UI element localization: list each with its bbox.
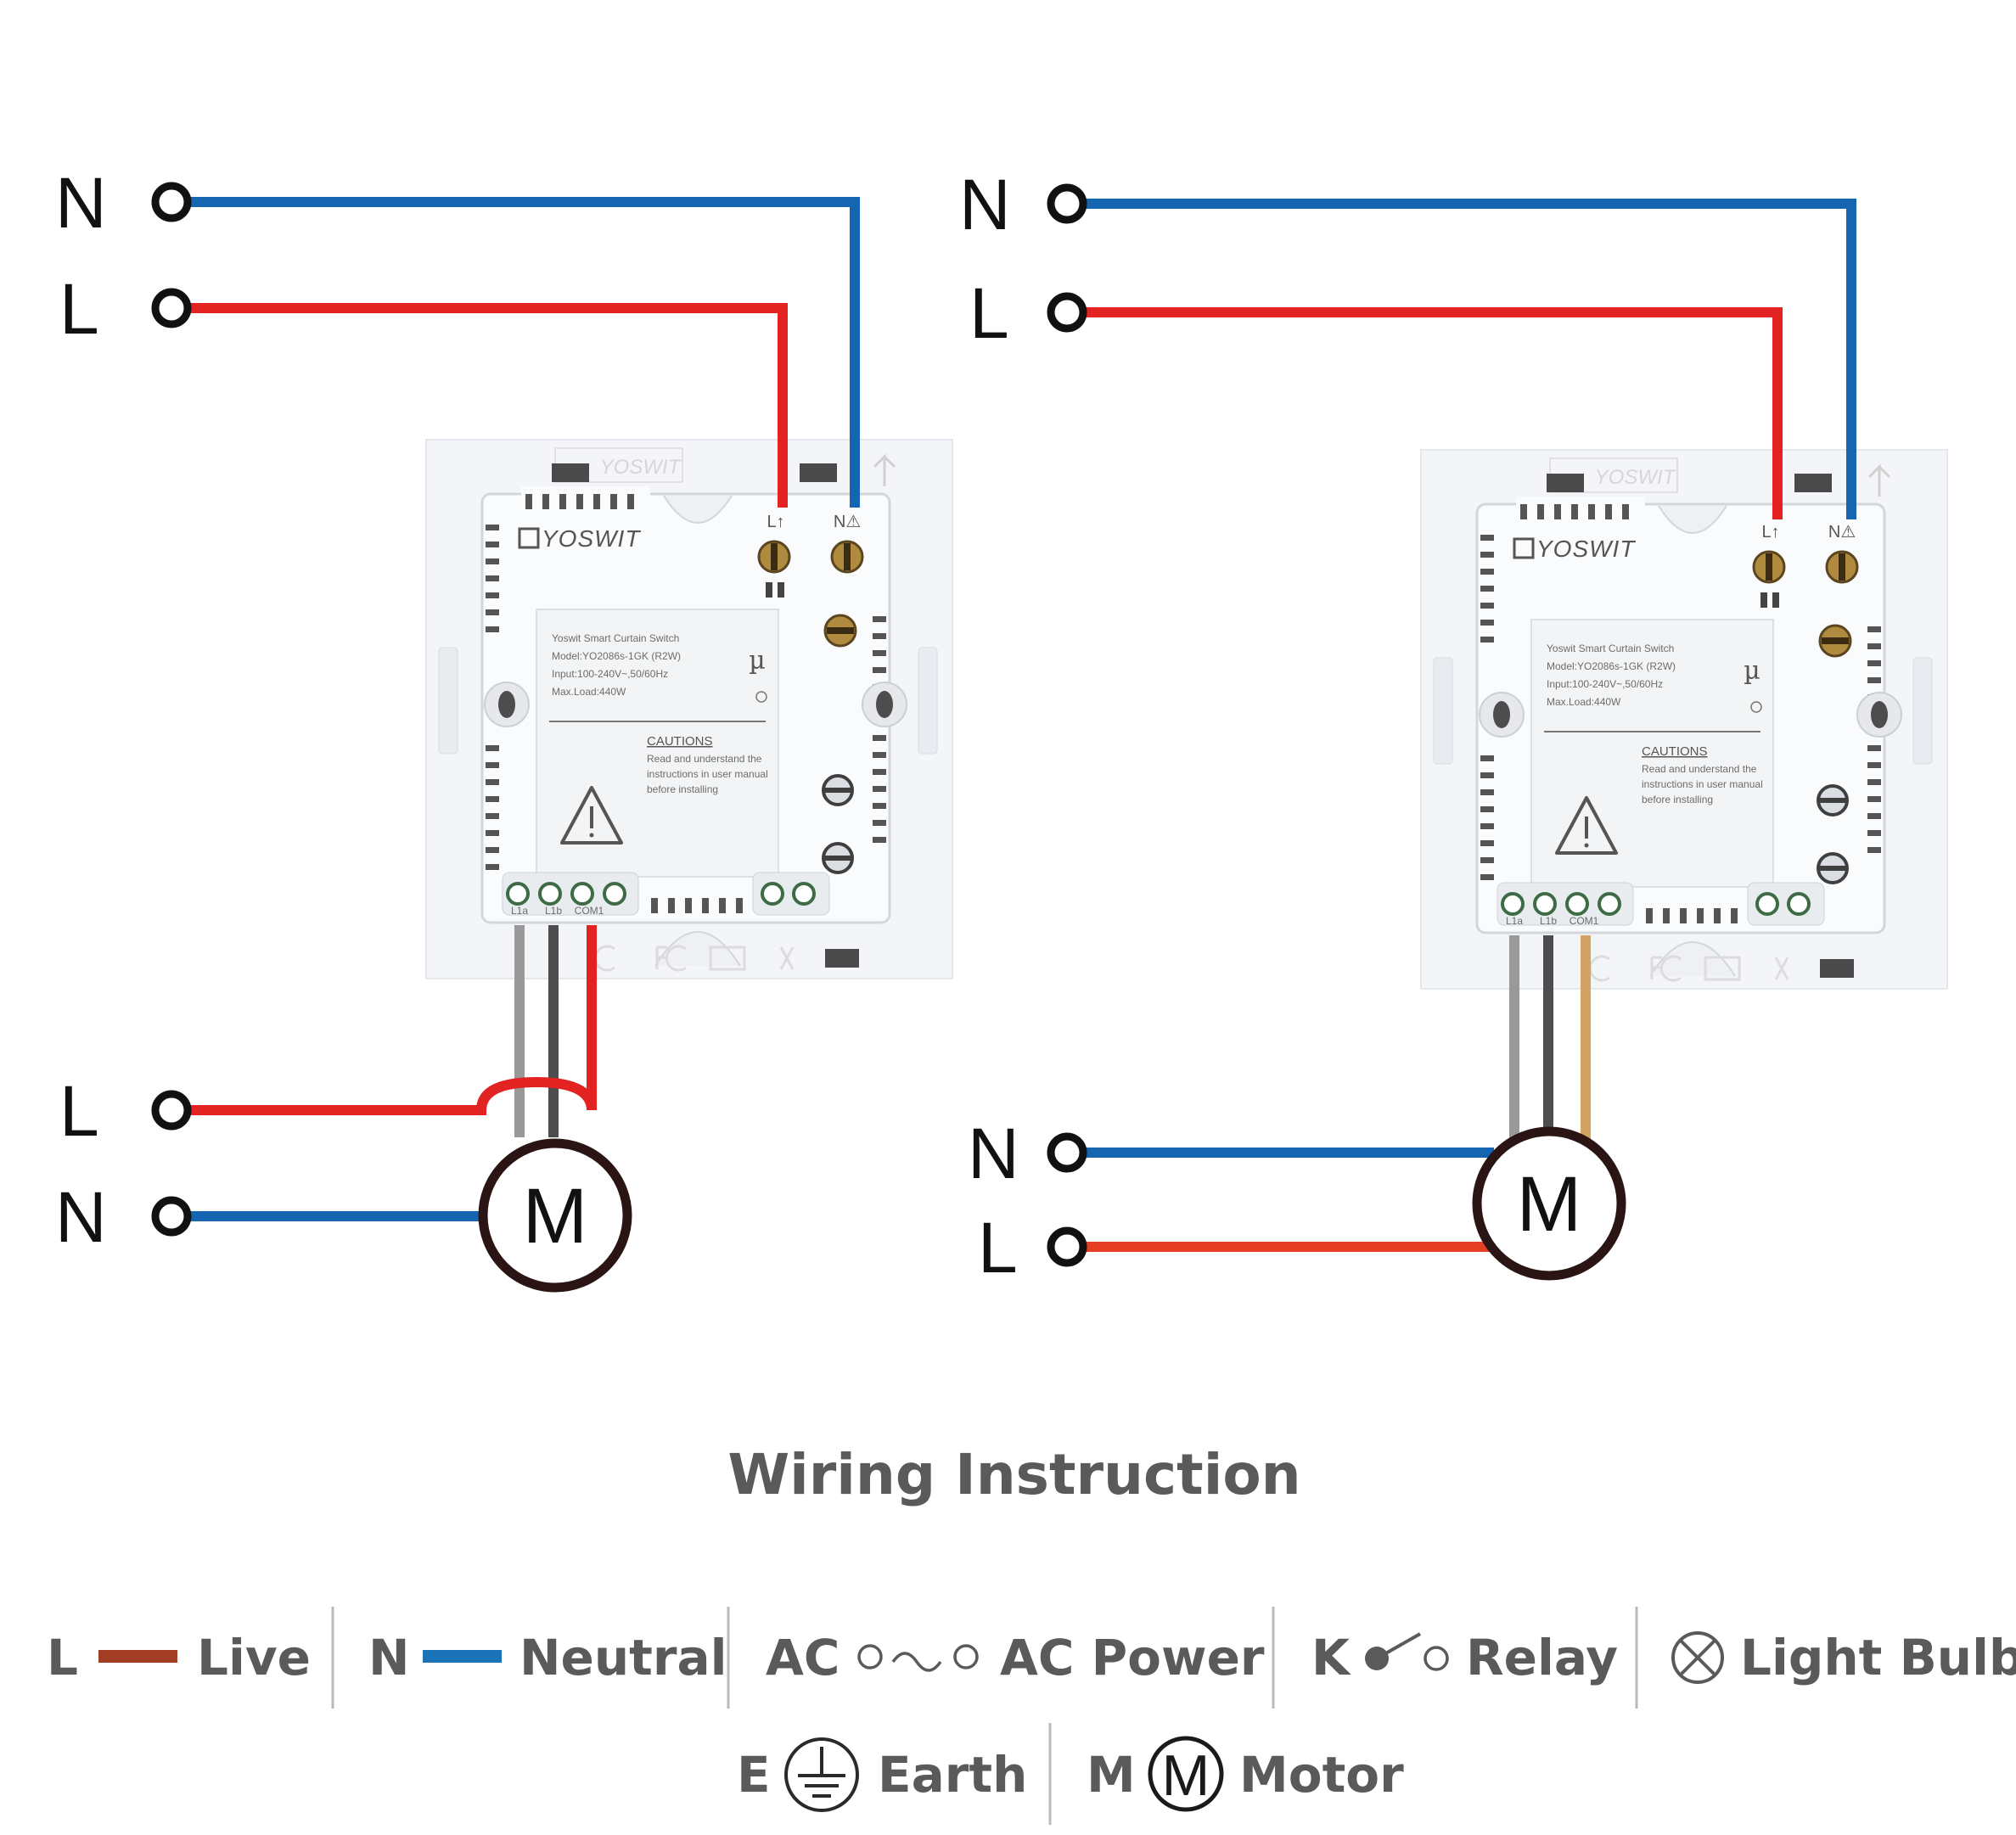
supply-l-label: L <box>59 269 99 349</box>
terminal-neutral-label: N⚠ <box>1828 523 1856 542</box>
legend-ac-text: AC Power <box>1000 1629 1265 1686</box>
legend-relay-text: Relay <box>1466 1629 1618 1686</box>
right-switch-device: YOSWIT YOSWIT L↑ N⚠ Yoswit Smart Curtain… <box>1419 448 1949 990</box>
left-motor: M <box>478 1138 632 1293</box>
caution-line: Read and understand the <box>1642 763 1757 775</box>
caution-title: CAUTIONS <box>647 734 713 749</box>
spec-line: Yoswit Smart Curtain Switch <box>552 632 679 644</box>
spec-line: Input:100-240V~,50/60Hz <box>552 668 668 680</box>
device-ghost-brand: YOSWIT <box>600 456 682 479</box>
legend-relay: K Relay <box>1311 1629 1618 1686</box>
relay-icon <box>1365 1632 1449 1671</box>
terminal-com1: COM1 <box>575 905 604 917</box>
terminal-circle <box>1047 292 1087 333</box>
motor-icon-glyph: M <box>1162 1743 1210 1808</box>
caution-line: instructions in user manual <box>647 768 768 780</box>
spec-line: Max.Load:440W <box>1547 696 1621 708</box>
load-l-label: L <box>59 1071 99 1151</box>
terminal-circle <box>151 1090 192 1131</box>
terminal-live-label: L↑ <box>1761 523 1779 542</box>
device-brand: YOSWIT <box>542 525 641 552</box>
terminal-neutral-label: N⚠ <box>834 513 861 531</box>
legend-live-text: Live <box>197 1629 311 1686</box>
legend-motor-text: Motor <box>1239 1746 1404 1804</box>
left-switch-device: YOSWIT YOSWIT L↑ N⚠ Yoswit Smart Curtain… <box>424 438 954 980</box>
left-diagram: YOSWIT YOSWIT L↑ N⚠ Yoswit Smart Curtain… <box>55 163 954 1293</box>
neutral-swatch-icon <box>423 1650 502 1663</box>
legend-live-symbol: L <box>47 1629 78 1686</box>
terminal-l1a: L1a <box>1506 915 1523 927</box>
live-wire-top-left <box>171 303 788 508</box>
legend-bulb-text: Light Bulb <box>1740 1629 2016 1686</box>
svg-text:µ: µ <box>749 646 766 676</box>
supply-l-label: L <box>969 273 1009 353</box>
legend-ac: AC AC Power <box>766 1629 1265 1686</box>
light-bulb-icon <box>1671 1631 1724 1684</box>
terminal-com1: COM1 <box>1570 915 1599 927</box>
legend-neutral: N Neutral <box>368 1629 727 1686</box>
terminal-circle <box>151 288 192 328</box>
right-diagram: YOSWIT YOSWIT L↑ N⚠ Yoswit Smart Curtain… <box>959 165 1949 1288</box>
spec-line: Input:100-240V~,50/60Hz <box>1547 678 1663 690</box>
legend-motor: M M Motor <box>1087 1736 1404 1812</box>
earth-icon <box>784 1737 859 1812</box>
spec-line: Yoswit Smart Curtain Switch <box>1547 643 1674 654</box>
load-n-label: N <box>55 1177 107 1257</box>
live-wire-top-right <box>1067 307 1783 519</box>
motor-icon: M <box>1148 1736 1224 1812</box>
caution-line: before installing <box>1642 794 1713 805</box>
legend-relay-symbol: K <box>1311 1629 1351 1686</box>
terminal-circle <box>151 1196 192 1237</box>
svg-text:µ: µ <box>1744 656 1760 686</box>
terminal-circle <box>1047 1226 1087 1267</box>
live-swatch-icon <box>98 1650 177 1663</box>
terminal-l1a: L1a <box>511 905 528 917</box>
legend-neutral-text: Neutral <box>519 1629 727 1686</box>
legend-bulb: Light Bulb <box>1671 1629 2016 1686</box>
spec-line: Model:YO2086s-1GK (R2W) <box>1547 660 1676 672</box>
motor-label: M <box>523 1173 588 1260</box>
neutral-wire-top-right <box>1067 199 1856 519</box>
device-brand: YOSWIT <box>1536 536 1636 562</box>
spec-line: Max.Load:440W <box>552 686 626 698</box>
supply-n-label: N <box>959 165 1011 244</box>
caution-line: before installing <box>647 783 718 795</box>
terminal-l1b: L1b <box>1540 915 1557 927</box>
right-motor: M <box>1472 1126 1626 1281</box>
legend-earth: E Earth <box>737 1737 1027 1812</box>
terminal-circle <box>1047 183 1087 224</box>
motor-label: M <box>1517 1161 1582 1248</box>
page-title: Wiring Instruction <box>727 1442 1300 1507</box>
legend-motor-symbol: M <box>1087 1746 1136 1804</box>
terminal-circle <box>151 182 192 222</box>
load-n-label: N <box>968 1114 1019 1193</box>
caution-title: CAUTIONS <box>1642 744 1708 759</box>
legend: L Live N Neutral AC AC Power K <box>47 1607 2016 1825</box>
legend-neutral-symbol: N <box>368 1629 410 1686</box>
legend-earth-symbol: E <box>737 1746 771 1804</box>
live-wire-bottom-left <box>171 1076 597 1115</box>
legend-live: L Live <box>47 1629 311 1686</box>
caution-line: Read and understand the <box>647 753 762 765</box>
terminal-live-label: L↑ <box>767 513 784 531</box>
legend-earth-text: Earth <box>878 1746 1027 1804</box>
ac-power-icon <box>857 1644 979 1672</box>
supply-n-label: N <box>55 163 107 243</box>
terminal-circle <box>1047 1132 1087 1173</box>
legend-ac-symbol: AC <box>766 1629 840 1686</box>
caution-line: instructions in user manual <box>1642 778 1763 790</box>
spec-line: Model:YO2086s-1GK (R2W) <box>552 650 681 662</box>
load-l-label: L <box>978 1208 1018 1288</box>
neutral-wire-top-left <box>171 197 860 508</box>
terminal-l1b: L1b <box>545 905 562 917</box>
device-ghost-brand: YOSWIT <box>1595 466 1677 489</box>
